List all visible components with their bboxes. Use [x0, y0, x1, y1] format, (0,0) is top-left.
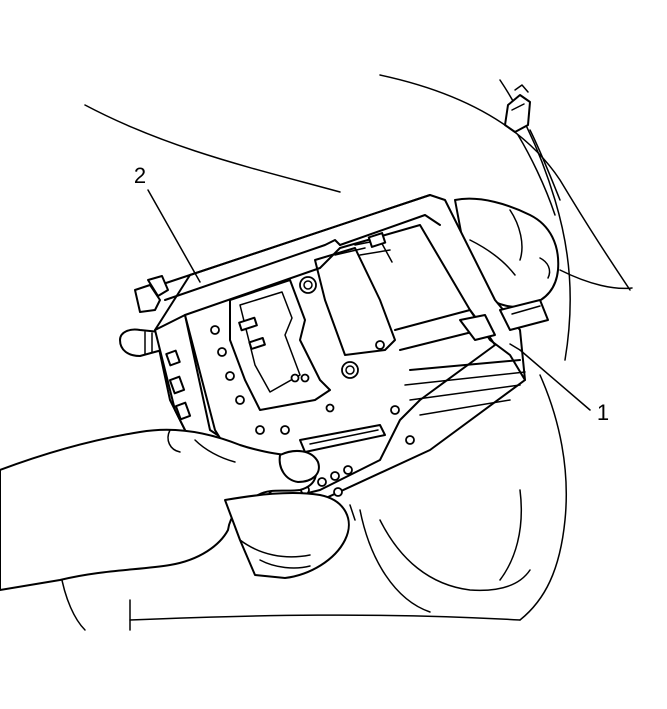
- callout-2-leader: [147, 189, 201, 283]
- left-hand: [0, 428, 350, 591]
- callout-2-label: 2: [134, 163, 146, 188]
- callout-1-label: 1: [597, 400, 609, 425]
- callout-leaders: [147, 189, 591, 411]
- retainer-clip: [504, 84, 561, 216]
- callout-1-leader: [519, 349, 591, 411]
